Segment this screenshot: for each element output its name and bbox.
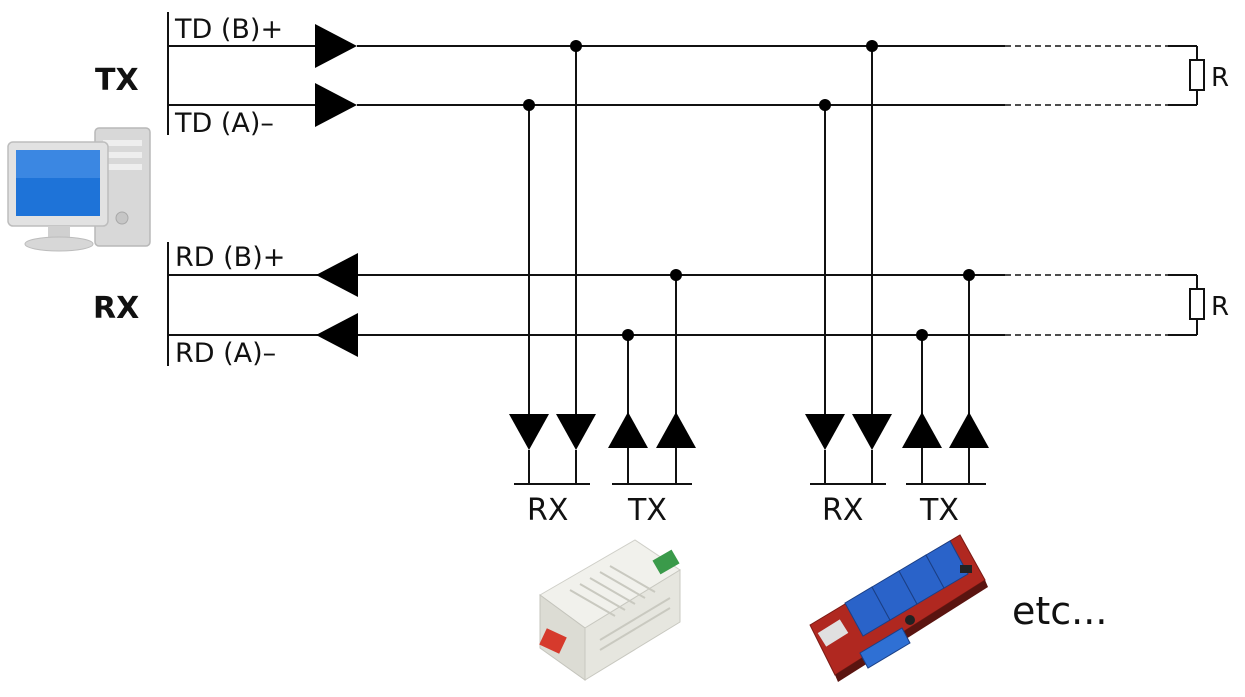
etc-label: etc... [1012, 589, 1107, 633]
relay-board-icon [809, 534, 988, 682]
rd-a-receiver-icon [316, 313, 358, 357]
td-b-driver-icon [315, 24, 357, 68]
node-2-rx-label: RX [822, 493, 863, 528]
node-2-rx-a-receiver-icon [805, 414, 845, 450]
node-1-rx-b-receiver-icon [556, 414, 596, 450]
node-1-rx-label: RX [527, 493, 568, 528]
node-1: RX TX [509, 40, 696, 528]
resistor-icon [1189, 59, 1205, 91]
td-a-driver-icon [315, 83, 357, 127]
terminator-top: R [1189, 46, 1229, 105]
td-b-label: TD (B)+ [174, 14, 283, 45]
terminator-bottom: R [1189, 275, 1229, 335]
terminator-bottom-label: R [1211, 292, 1229, 322]
rd-b-receiver-icon [316, 253, 358, 297]
rd-a-label: RD (A)– [175, 338, 276, 369]
node-1-tx-b-driver-icon [656, 412, 696, 448]
host-rx-label: RX [93, 291, 139, 326]
node-2-rx-b-receiver-icon [852, 414, 892, 450]
node-2-tx-label: TX [919, 493, 959, 528]
resistor-icon [1189, 288, 1205, 320]
td-a-label: TD (A)– [174, 108, 274, 139]
node-1-rx-a-receiver-icon [509, 414, 549, 450]
host-tx-label: TX [95, 63, 139, 98]
terminator-top-label: R [1211, 63, 1229, 93]
rd-b-label: RD (B)+ [175, 242, 285, 273]
node-2-tx-b-driver-icon [949, 412, 989, 448]
node-2-tx-a-driver-icon [902, 412, 942, 448]
computer-icon [7, 127, 151, 252]
sensor-enclosure-icon [539, 539, 681, 681]
node-1-tx-a-driver-icon [608, 412, 648, 448]
node-2: RX TX [805, 40, 989, 528]
node-1-tx-label: TX [627, 493, 667, 528]
